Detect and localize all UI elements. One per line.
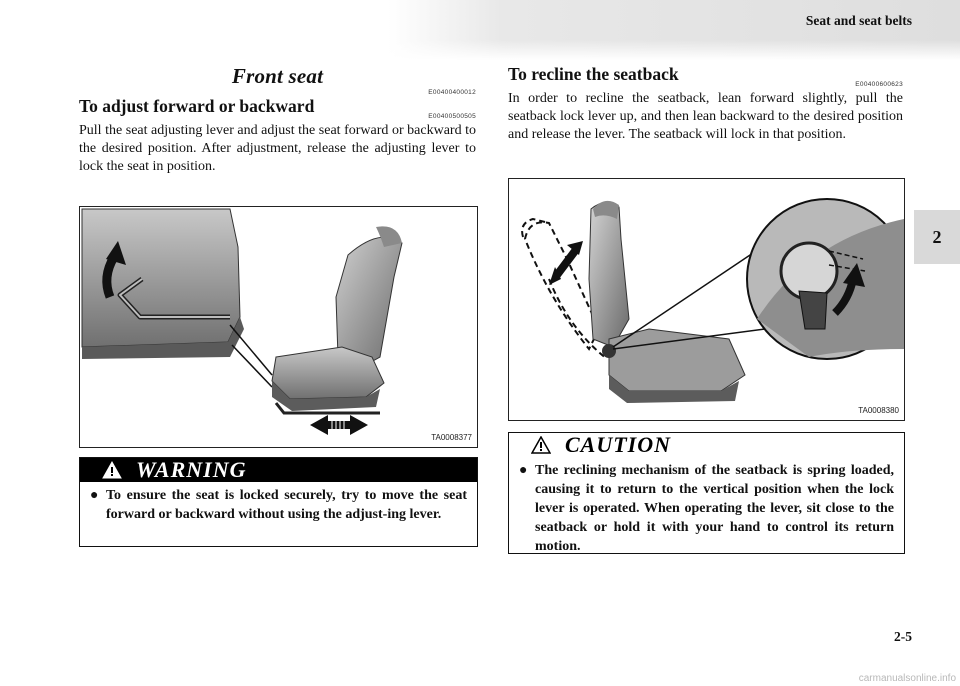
warning-text: To ensure the seat is locked securely, t…: [106, 488, 467, 522]
caution-box: CAUTION ● The reclining mechanism of the…: [508, 432, 905, 554]
recline-lever: [602, 344, 616, 358]
seat-back: [335, 236, 403, 368]
seat-slide-illustration: [81, 208, 403, 435]
subheading-adjust: To adjust forward or backward: [79, 96, 315, 116]
caution-title: CAUTION: [565, 432, 672, 457]
seat-cushion: [608, 328, 746, 392]
watermark: carmanualsonline.info: [858, 673, 956, 684]
double-arrow-icon: [549, 241, 583, 285]
header-band: [388, 0, 960, 60]
bullet-icon: ●: [90, 488, 99, 503]
zoom-cushion-side: [82, 317, 244, 359]
chapter-tab-label: 2: [932, 226, 942, 247]
seat-rail: [274, 402, 380, 415]
subheading-recline-code: E00400600623: [855, 81, 903, 88]
chapter-tab[interactable]: 2: [914, 210, 960, 264]
warning-header: WARNING: [80, 457, 477, 482]
warning-title: WARNING: [136, 457, 247, 482]
callout-line: [229, 324, 273, 376]
bullet-icon: ●: [519, 463, 528, 478]
reclined-outline: [523, 221, 601, 351]
figure-seat-recline: TA0008380: [508, 178, 905, 421]
double-arrow-icon: [310, 415, 368, 435]
caution-body: ● The reclining mechanism of the seatbac…: [509, 457, 904, 564]
callout-line: [612, 328, 766, 350]
section-code: E00400400012: [428, 89, 476, 96]
seat-back: [588, 202, 630, 348]
figure-seat-slide: TA0008377: [79, 206, 478, 448]
right-column: To recline the seatback E00400600623 In …: [508, 64, 903, 144]
warning-body: ● To ensure the seat is locked securely,…: [80, 482, 477, 532]
caution-header: CAUTION: [509, 432, 904, 457]
subheading-code: E00400500505: [428, 113, 476, 120]
lock-lever-knob: [779, 241, 839, 301]
warning-triangle-icon: [531, 436, 551, 454]
body-text-recline: In order to recline the seatback, lean f…: [508, 91, 903, 142]
seat-recline-illustration: [521, 198, 904, 403]
running-head: Seat and seat belts: [805, 13, 912, 28]
warning-triangle-icon: [102, 461, 122, 479]
headrest: [593, 200, 619, 219]
caution-text: The reclining mechanism of the seatback …: [535, 463, 894, 554]
subheading-recline: To recline the seatback: [508, 64, 679, 84]
left-column: Front seat E00400400012 To adjust forwar…: [79, 60, 476, 176]
headrest: [376, 226, 402, 247]
warning-box: WARNING ● To ensure the seat is locked s…: [79, 457, 478, 547]
figure-code: TA0008380: [858, 406, 899, 415]
page-number: 2-5: [894, 629, 912, 644]
figure-code: TA0008377: [431, 433, 472, 442]
body-text-adjust: Pull the seat adjusting lever and adjust…: [79, 123, 476, 174]
section-title: Front seat: [231, 64, 324, 88]
